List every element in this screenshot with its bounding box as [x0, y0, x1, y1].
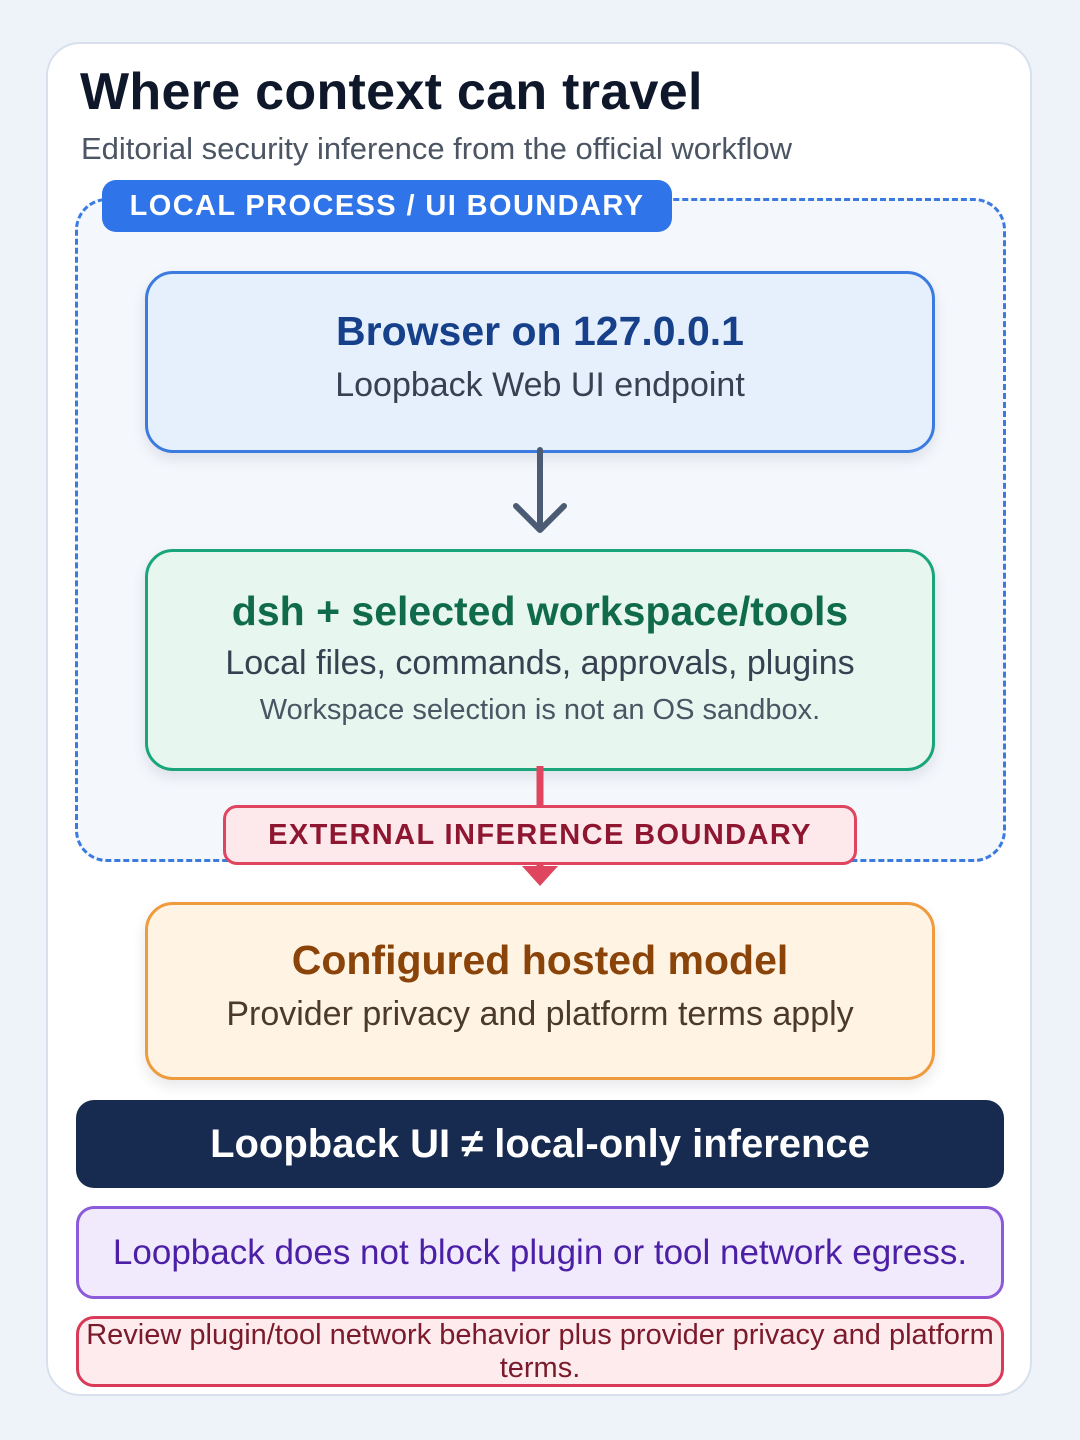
hosted-model-node: Configured hosted model Provider privacy…	[145, 902, 935, 1080]
review-guidance-note: Review plugin/tool network behavior plus…	[76, 1316, 1004, 1387]
egress-warning-text: Loopback does not block plugin or tool n…	[112, 1232, 968, 1272]
browser-node: Browser on 127.0.0.1 Loopback Web UI end…	[145, 271, 935, 453]
dsh-node-note: Workspace selection is not an OS sandbox…	[259, 694, 821, 726]
dsh-node-title: dsh + selected workspace/tools	[231, 588, 849, 634]
browser-node-subtitle: Loopback Web UI endpoint	[335, 366, 745, 404]
page-title: Where context can travel	[80, 63, 703, 121]
dsh-workspace-node: dsh + selected workspace/tools Local fil…	[145, 549, 935, 771]
review-guidance-text: Review plugin/tool network behavior plus…	[86, 1318, 994, 1384]
egress-warning-note: Loopback does not block plugin or tool n…	[76, 1206, 1004, 1299]
external-inference-boundary-label: EXTERNAL INFERENCE BOUNDARY	[223, 805, 857, 865]
model-node-title: Configured hosted model	[291, 937, 789, 983]
page-subtitle: Editorial security inference from the of…	[81, 131, 792, 166]
local-process-boundary-label: LOCAL PROCESS / UI BOUNDARY	[102, 180, 672, 232]
model-node-subtitle: Provider privacy and platform terms appl…	[226, 995, 854, 1033]
arrow-browser-to-dsh	[513, 447, 567, 533]
browser-node-title: Browser on 127.0.0.1	[336, 308, 744, 354]
dsh-node-subtitle: Local files, commands, approvals, plugin…	[225, 644, 855, 682]
key-takeaway-banner: Loopback UI ≠ local-only inference	[76, 1100, 1004, 1188]
